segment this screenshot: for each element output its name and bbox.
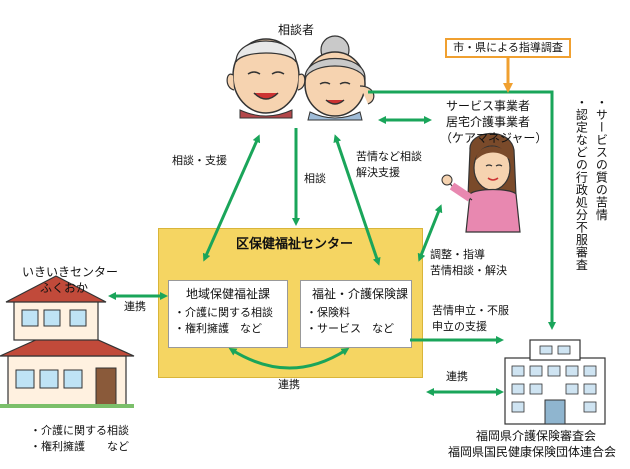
link-bottom-label: 連携 xyxy=(278,378,300,391)
coordinate-label-2: 苦情相談・解決 xyxy=(430,264,507,277)
section-right-title: 福祉・介護保険課 xyxy=(312,287,409,301)
section-left-item-2: ・権利擁護 など xyxy=(174,322,262,335)
appeal-label-2: 申立の支援 xyxy=(432,320,487,333)
section-right-item-2: ・サービス など xyxy=(306,322,394,335)
prefecture-name-1: 福岡県介護保険審査会 xyxy=(476,429,597,443)
vertical-note-1: ・サービスの質の苦情 xyxy=(594,96,609,221)
provider-line-2: 居宅介護事業者 xyxy=(446,115,531,129)
arrow-consulter-prefecture xyxy=(368,90,556,330)
consult-support-label: 相談・支援 xyxy=(172,154,227,167)
arrow-complaint xyxy=(333,134,381,266)
inspection-box: 市・県による指導調査 xyxy=(445,38,571,58)
provider-line-1: サービス事業者 xyxy=(446,99,531,113)
consult-label: 相談 xyxy=(304,172,326,185)
coordinate-label-1: 調整・指導 xyxy=(430,248,485,261)
ikiiki-name-2: ふくおか xyxy=(40,281,89,295)
arrow-coordinate xyxy=(417,204,443,262)
ikiiki-item-1: ・介護に関する相談 xyxy=(30,424,129,437)
ikiiki-name-1: いきいきセンター xyxy=(22,265,119,279)
elderly-man-icon xyxy=(226,38,306,119)
section-left-box xyxy=(168,280,288,348)
complaint-label-1: 苦情など相談 xyxy=(356,150,422,163)
link-right-label: 連携 xyxy=(446,370,468,383)
provider-line-3: （ケアマネジャー） xyxy=(440,131,548,145)
section-right-item-1: ・保険料 xyxy=(306,306,350,319)
link-left-label: 連携 xyxy=(124,300,146,313)
arrow-consult-support xyxy=(202,134,261,262)
arrow-link-bottom xyxy=(228,347,350,370)
consulter-label: 相談者 xyxy=(278,23,315,37)
care-manager-icon xyxy=(441,132,521,233)
ikiiki-item-2: ・権利擁護 など xyxy=(30,440,129,453)
prefecture-name-2: 福岡県国民健康保険団体連合会 xyxy=(448,445,617,459)
vertical-note-2: ・認定などの行政処分不服審査 xyxy=(574,96,589,271)
elderly-woman-icon xyxy=(304,35,375,121)
section-right-box xyxy=(300,280,412,348)
section-left-title: 地域保健福祉課 xyxy=(186,287,271,301)
section-left-item-1: ・介護に関する相談 xyxy=(174,306,273,319)
center-title: 区保健福祉センター xyxy=(236,237,354,252)
appeal-label-1: 苦情申立・不服 xyxy=(432,304,509,317)
complaint-label-2: 解決支援 xyxy=(356,166,400,179)
ikiiki-center-building-icon xyxy=(0,275,135,408)
prefecture-office-building-icon xyxy=(504,339,606,425)
